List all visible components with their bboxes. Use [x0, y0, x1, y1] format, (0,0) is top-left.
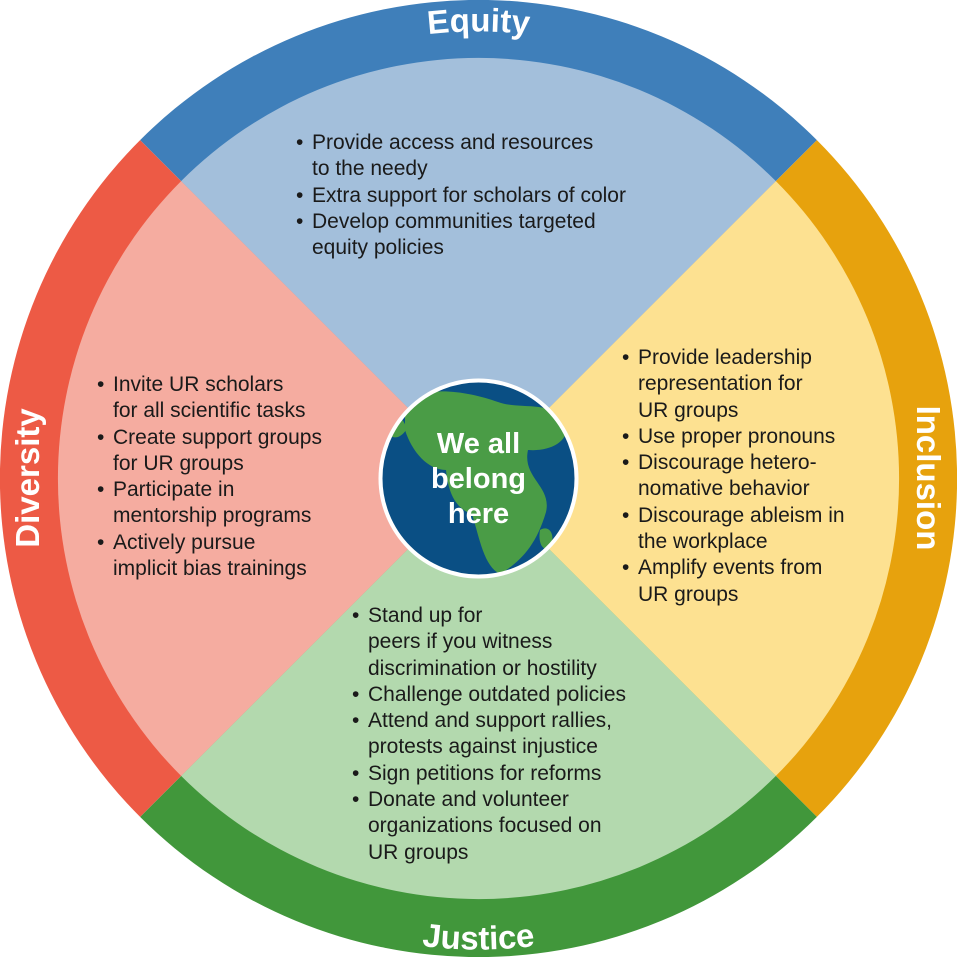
justice-list-item: Stand up for peers if you witnessdiscrimi…	[352, 603, 682, 682]
justice-list-item: Challenge outdated policies	[352, 682, 682, 709]
inclusion-item-line: Amplify events from	[638, 556, 823, 580]
diversity-item-line: Create support groups	[113, 425, 322, 449]
justice-item-line: discrimination or hostility	[368, 656, 597, 680]
equity-list-item: Extra support for scholars of color	[296, 183, 696, 210]
justice-item-line: Stand up for	[368, 604, 483, 627]
center-line-1: We all	[437, 428, 520, 460]
equity-list-item: Provide access and resources to the needy	[296, 130, 696, 183]
center-line-2: belong	[431, 463, 526, 495]
equity-list: Provide access and resources to the needy…	[296, 130, 696, 261]
justice-item-line: Donate and volunteer	[368, 788, 569, 812]
inclusion-item-line: representation for	[638, 372, 803, 396]
justice-list-item: Attend and support rallies,protests agai…	[352, 708, 682, 761]
diversity-item-line: implicit bias trainings	[113, 557, 307, 581]
diversity-item-line: Actively pursue	[113, 530, 256, 554]
diversity-list: Invite UR scholars for all scientific tas…	[97, 372, 387, 582]
diversity-title: Diversity	[9, 408, 46, 548]
equity-title: Equity	[425, 1, 532, 41]
inclusion-item-line: Provide leadership	[638, 346, 812, 369]
equity-item-line: to the needy	[312, 157, 428, 181]
justice-item-line: Sign petitions for reforms	[368, 761, 602, 785]
justice-item-line: organizations focused on	[368, 814, 602, 838]
inclusion-item-line: Discourage hetero-	[638, 451, 817, 475]
inclusion-item-line: the workplace	[638, 530, 768, 554]
justice-item-line: Attend and support rallies,	[368, 709, 612, 733]
inclusion-item-line: Use proper pronouns	[638, 424, 836, 448]
justice-item-line: protests against injustice	[368, 735, 598, 759]
inclusion-list-item: Use proper pronouns	[622, 424, 892, 451]
inclusion-item-line: UR groups	[638, 398, 739, 422]
diversity-item-line: mentorship programs	[113, 504, 312, 528]
diversity-list-item: Invite UR scholars for all scientific tas…	[97, 372, 387, 425]
diversity-item-line: Participate in	[113, 478, 235, 502]
inclusion-item-line: UR groups	[638, 582, 739, 606]
inclusion-item-line: Discourage ableism in	[638, 503, 845, 527]
inclusion-list-item: Discourage hetero-nomative behavior	[622, 450, 892, 503]
inclusion-list-item: Discourage ableism in the workplace	[622, 503, 892, 556]
justice-item-line: UR groups	[368, 840, 469, 864]
equity-item-line: Develop communities targeted	[312, 209, 596, 233]
justice-item-line: Challenge outdated policies	[368, 682, 627, 706]
equity-list-item: Develop communities targeted equity polic…	[296, 209, 696, 262]
diversity-list-item: Actively pursue implicit bias trainings	[97, 530, 387, 583]
center-line-3: here	[448, 498, 509, 530]
justice-list-item: Sign petitions for reforms	[352, 761, 682, 788]
equity-item-line: Provide access and resources	[312, 131, 594, 154]
inclusion-item-line: nomative behavior	[638, 477, 810, 501]
justice-list: Stand up for peers if you witnessdiscrimi…	[352, 603, 682, 866]
globe-icon	[378, 378, 579, 579]
justice-item-line: peers if you witness	[368, 630, 553, 654]
diversity-item-line: for UR groups	[113, 451, 244, 475]
diversity-item-line: for all scientific tasks	[113, 399, 306, 423]
equity-item-line: Extra support for scholars of color	[312, 183, 626, 207]
diversity-item-line: Invite UR scholars	[113, 373, 284, 396]
inclusion-title: Inclusion	[910, 406, 947, 551]
equity-item-line: equity policies	[312, 236, 444, 260]
